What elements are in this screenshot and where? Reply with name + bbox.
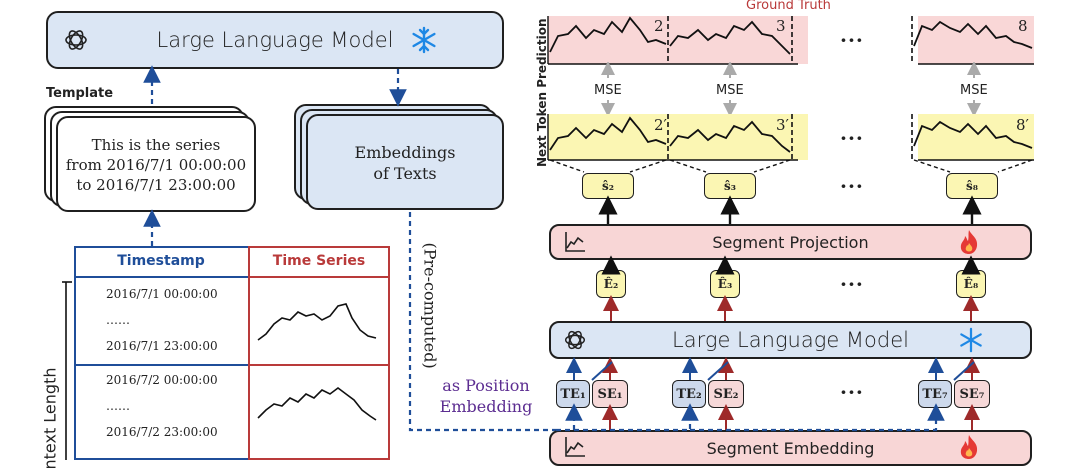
table-row-2-series (248, 366, 390, 460)
prediction-panels (547, 114, 1034, 173)
ground-truth-label: Ground Truth (746, 0, 831, 13)
chart-line-icon (565, 232, 585, 252)
e-hat-8-label: Ê₈ (963, 277, 979, 291)
row-1-ellipsis: …… (106, 313, 130, 327)
te-token-2-label: TE₂ (676, 386, 702, 402)
s-hat-3: ŝ₃ (704, 173, 756, 199)
gt-num-2: 2 (654, 17, 664, 35)
s-hat-2: ŝ₂ (582, 173, 634, 199)
left-arrows (143, 65, 556, 432)
table-row-1-series (248, 278, 390, 366)
pred-num-3: 3′ (776, 116, 789, 134)
llm-box-right: Large Language Model (549, 321, 1032, 359)
row-1-end: 2016/7/1 23:00:00 (106, 339, 218, 353)
template-sheet-front (56, 116, 256, 212)
embeddings-sheet-front (306, 114, 504, 210)
row-2-start: 2016/7/2 00:00:00 (106, 373, 218, 387)
te-token-1-label: TE₁ (560, 386, 586, 402)
se-token-2-label: SE₂ (713, 386, 739, 402)
template-label: Template (46, 86, 114, 101)
snowflake-icon (412, 26, 436, 54)
context-length-bracket (62, 281, 72, 460)
pred-num-2: 2′ (654, 116, 667, 134)
e-hat-ellipsis: ··· (840, 272, 864, 296)
s-hat-2-label: ŝ₂ (601, 179, 614, 193)
gt-ellipsis: ··· (840, 28, 864, 52)
timeseries-header-cell (248, 246, 390, 278)
row-1-start: 2016/7/1 00:00:00 (106, 287, 218, 301)
s-hat-3-label: ŝ₃ (723, 179, 736, 193)
se-token-7-label: SE₇ (959, 386, 985, 402)
snowflake-icon-right (960, 327, 982, 353)
row-2-ellipsis: …… (106, 399, 130, 413)
gt-num-8: 8 (1018, 17, 1028, 35)
e-hat-2: Ê₂ (596, 270, 626, 298)
table-row-2-timestamp (74, 366, 248, 460)
llm-title-right: Large Language Model (672, 328, 909, 352)
s-hat-ellipsis: ··· (840, 174, 864, 198)
mse-label-3: MSE (960, 83, 988, 98)
se-token-1-label: SE₁ (597, 386, 623, 402)
pred-num-8: 8′ (1016, 116, 1029, 134)
series-sketch-1 (257, 303, 377, 341)
segment-projection-box: Segment Projection (549, 224, 1032, 260)
segment-projection-label: Segment Projection (712, 232, 869, 252)
embeddings-line-2: of Texts (373, 164, 437, 183)
timestamp-header: Timestamp (117, 253, 205, 269)
embeddings-line-1: Embeddings (354, 143, 456, 162)
mse-label-1: MSE (594, 83, 622, 98)
s-hat-8-label: ŝ₈ (965, 179, 978, 193)
pred-ellipsis: ··· (840, 126, 864, 150)
timestamp-header-cell (74, 246, 248, 278)
position-embedding-line-1: as Position (442, 376, 530, 395)
openai-logo-icon-right (564, 330, 586, 350)
e-hat-3: Ê₃ (710, 270, 740, 298)
gt-num-3: 3 (776, 17, 786, 35)
se-token-7: SE₇ (954, 380, 990, 408)
se-token-1: SE₁ (592, 380, 628, 408)
e-hat-3-label: Ê₃ (717, 277, 733, 291)
template-line-2: from 2016/7/1 00:00:00 (65, 156, 247, 174)
table-row-1-timestamp (74, 278, 248, 366)
mse-label-2: MSE (716, 83, 744, 98)
se-token-2: SE₂ (708, 380, 744, 408)
series-sketch-2 (257, 387, 377, 421)
right-arrows (556, 195, 982, 432)
mse-arrows (601, 62, 981, 114)
chart-line-icon-bottom (565, 437, 585, 457)
llm-box-left: Large Language Model (46, 11, 504, 69)
template-line-3: to 2016/7/1 23:00:00 (76, 176, 236, 194)
timeseries-header: Time Series (272, 253, 366, 269)
template-line-1: This is the series (91, 136, 221, 154)
e-hat-2-label: Ê₂ (603, 277, 619, 291)
s-hat-8: ŝ₈ (946, 173, 998, 199)
flame-icon-bottom (960, 435, 978, 459)
position-embedding-line-2: Embedding (439, 397, 533, 416)
llm-title-left: Large Language Model (156, 28, 394, 52)
ground-truth-panels (547, 16, 1034, 65)
openai-logo-icon (65, 30, 87, 50)
row-2-end: 2016/7/2 23:00:00 (106, 425, 218, 439)
token-ellipsis: ··· (840, 380, 864, 404)
segment-embedding-label: Segment Embedding (706, 438, 875, 458)
flame-icon (960, 230, 978, 254)
te-token-7-label: TE₇ (922, 386, 948, 402)
